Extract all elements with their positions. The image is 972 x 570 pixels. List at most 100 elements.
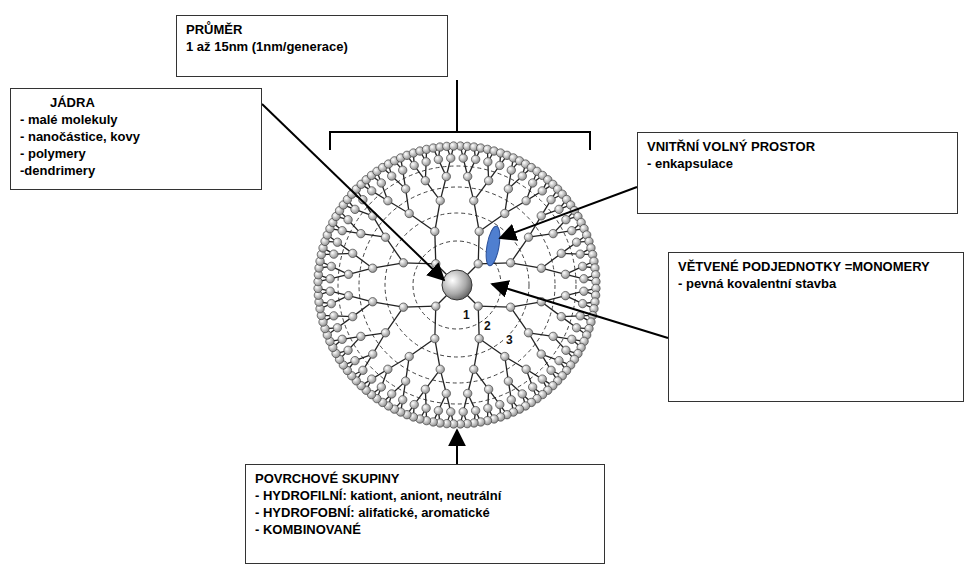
monomer-bead [449,142,457,150]
monomer-bead [326,287,334,295]
monomer-bead [338,227,346,235]
monomer-bead [507,166,515,174]
monomer-bead [326,275,334,283]
branch-line [373,263,404,268]
monomer-bead [327,299,335,307]
branch-line [403,306,435,308]
branch-line [385,307,403,333]
branch-line [434,306,436,338]
monomer-bead [327,262,335,270]
monomer-bead [348,249,356,257]
leader-arrow [262,104,444,280]
generation-ring [359,187,555,383]
core-sphere [442,270,472,300]
box-text: - pevná kovalentní stavba [678,275,954,292]
monomer-bead [368,187,376,195]
callout-number: 1 [462,309,471,322]
monomer-bead [431,227,439,235]
monomer-bead [442,389,450,397]
monomer-bead [578,299,586,307]
monomer-bead [470,196,478,204]
generation-rings [338,166,576,404]
encapsulated-guest [484,225,503,266]
monomer-bead [344,270,352,278]
monomer-bead [524,329,532,337]
monomer-bead [330,312,338,320]
box-heading: VĚTVENÉ PODJEDNOTKY =MONOMERY [678,258,954,275]
monomer-bead [333,238,341,246]
branch-line [409,339,435,357]
monomer-bead [401,377,409,385]
branch-line [478,306,510,308]
monomer-bead [405,352,413,360]
branch-line [385,237,403,263]
monomer-bead [507,396,515,404]
callout-number: 2 [483,320,492,333]
branch-line [403,262,435,264]
box-text: - HYDROFOBNÍ: alifatické, aromatické [255,504,595,521]
box-heading: PRŮMĚR [186,21,438,38]
branch-line [511,237,529,263]
monomer-bead [369,350,377,358]
monomer-bead [377,179,385,187]
branch-line [434,231,436,263]
branch-line [479,339,505,357]
monomer-bead [368,264,376,272]
monomer-bead [557,312,565,320]
monomer-bead [474,302,482,310]
monomer-bead [388,172,396,180]
monomer-bead [547,366,555,374]
monomer-bead [431,334,439,342]
monomer-bead [471,155,479,163]
monomer-bead [447,408,455,416]
monomer-bead [388,390,396,398]
branch-line [479,213,505,231]
leader-arrow [456,430,458,464]
monomer-bead [463,172,471,180]
monomer-bead [561,270,569,278]
box-heading: POVRCHOVÉ SKUPINY [255,470,595,487]
monomer-bead [470,365,478,373]
monomer-bead [538,187,546,195]
monomer-bead [459,154,467,162]
monomer-bead [384,197,392,205]
diameter-box: PRŮMĚR1 až 15nm (1nm/generace) [176,15,448,77]
monomer-bead [561,291,569,299]
box-text: - nanočástice, kovy [20,128,252,145]
monomer-bead [447,154,455,162]
monomer-bead [578,262,586,270]
branch-line [474,339,479,370]
monomer-beads [314,142,600,428]
monomer-bead [357,332,365,340]
branch-line [511,263,542,268]
monomer-bead [475,334,483,342]
monomer-bead [338,335,346,343]
monomer-bead [555,205,563,213]
monomer-bead [434,155,442,163]
branch-box: VĚTVENÉ PODJEDNOTKY =MONOMERY- pevná kov… [668,252,964,402]
monomer-bead [496,161,504,169]
monomer-bead [484,176,492,184]
monomer-bead [399,396,407,404]
monomer-bead [572,238,580,246]
monomer-bead [422,404,430,412]
monomer-bead [436,365,444,373]
monomer-bead [580,275,588,283]
monomer-bead [348,312,356,320]
monomer-bead [381,233,389,241]
branch-line [474,201,479,232]
box-text: - enkapsulace [647,155,948,172]
monomer-bead [562,346,570,354]
monomer-bead [344,291,352,299]
monomer-bead [484,158,492,166]
branch-line [409,213,435,231]
branch-line [478,306,480,338]
monomer-bead [547,196,555,204]
generation-ring [338,166,576,404]
monomer-bead [580,287,588,295]
monomer-bead [399,259,407,267]
monomer-bead [568,227,576,235]
monomer-bead [351,356,359,364]
monomer-bead [421,176,429,184]
monomer-bead [549,332,557,340]
